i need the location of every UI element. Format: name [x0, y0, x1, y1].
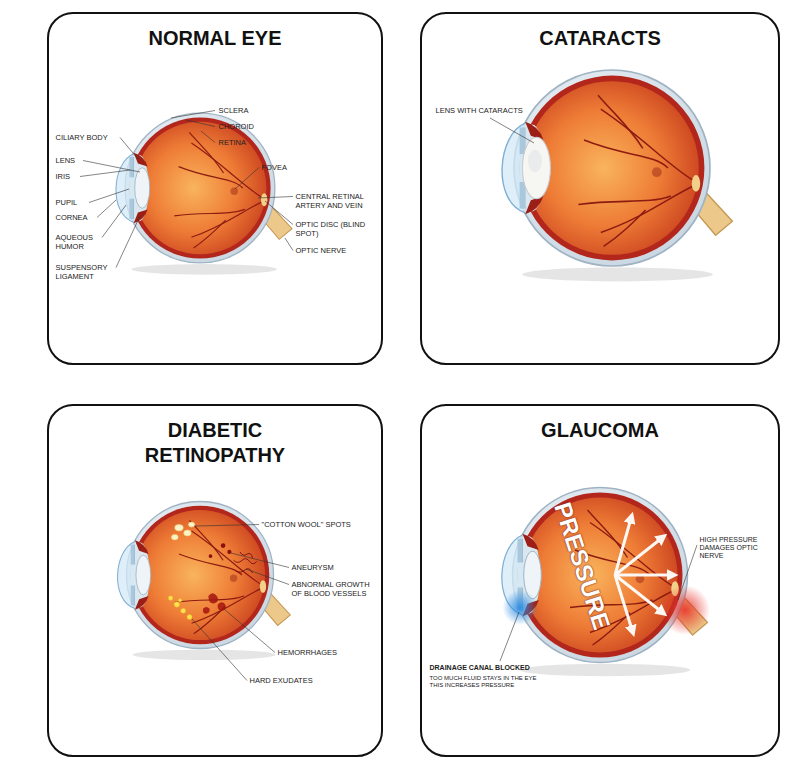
- part-label: LENS: [56, 156, 76, 165]
- leader-line: [171, 111, 215, 119]
- leader-line: [89, 189, 129, 203]
- part-label: CENTRAL RETINAL ARTERY AND VEIN: [296, 192, 378, 210]
- leader-line: [258, 197, 293, 199]
- vessel: [236, 569, 253, 573]
- vessel: [240, 552, 253, 558]
- exudate: [178, 599, 181, 602]
- part-label: CILIARY BODY: [56, 133, 108, 142]
- leader-line: [231, 553, 289, 568]
- disease-panel: CATARACTS LENS WITH CATARACTS: [420, 12, 780, 365]
- callout-label: LENS WITH CATARACTS: [436, 106, 523, 115]
- exudate: [187, 614, 192, 619]
- eyeball: [116, 113, 292, 275]
- leader-line: [192, 619, 247, 681]
- leader-line: [500, 612, 519, 661]
- pressure-arrow: [615, 575, 633, 631]
- clouded-lens: [522, 137, 550, 199]
- exudate: [174, 602, 179, 607]
- exudate: [168, 596, 173, 601]
- part-label: CORNEA: [56, 213, 88, 222]
- leader-line: [224, 609, 275, 653]
- callout-label: HIGH PRESSURE DAMAGES OPTIC NERVE: [700, 536, 770, 561]
- part-label: SUSPENSORY LIGAMENT: [56, 263, 118, 281]
- part-label: OPTIC DISC (BLIND SPOT): [296, 220, 378, 238]
- normal-eye: [116, 113, 292, 275]
- cataract-eye: [502, 70, 732, 281]
- callout-label: HARD EXUDATES: [250, 676, 313, 685]
- glaucoma-eye: [502, 488, 710, 677]
- leader-line: [102, 205, 126, 238]
- pressure-arrow: [615, 538, 663, 576]
- pressure-arrow: [615, 518, 631, 576]
- panel-title: CATARACTS: [490, 26, 710, 51]
- leader-line: [246, 569, 289, 585]
- panel-title: GLAUCOMA: [490, 418, 710, 443]
- leader-line: [285, 238, 293, 251]
- leader-line: [97, 200, 116, 218]
- aneurysm-dot: [227, 550, 231, 554]
- leader-line: [265, 201, 293, 225]
- disease-panel: GLAUCOMA PRESSURE HIGH PRESSURE DAMAGES OP…: [420, 404, 780, 757]
- hemorrhage: [203, 607, 210, 614]
- leader-line: [490, 118, 534, 143]
- disease-panel: DIABETIC RETINOPATHY "COTTON WOOL" SPOTS A…: [47, 404, 383, 757]
- callout-label: PRESSURE: [550, 499, 614, 632]
- hard-exudates: [168, 596, 192, 620]
- aneurysms: [209, 543, 232, 558]
- lens-opacity: [528, 150, 542, 172]
- spot: [171, 534, 178, 539]
- spot: [188, 522, 194, 527]
- panel-title: DIABETIC RETINOPATHY: [105, 418, 325, 468]
- exudate: [181, 608, 186, 613]
- leader-line: [186, 120, 215, 127]
- vessel: [234, 559, 257, 564]
- lens: [135, 168, 150, 209]
- lens: [136, 555, 151, 595]
- spot: [175, 525, 183, 531]
- hemorrhages: [203, 593, 226, 613]
- leader-line: [83, 161, 140, 173]
- panel-title: NORMAL EYE: [105, 26, 325, 51]
- leader-line: [235, 168, 259, 190]
- leader-line: [80, 170, 130, 177]
- aneurysm-dot: [221, 543, 226, 548]
- callout-label: ABNORMAL GROWTH OF BLOOD VESSELS: [292, 580, 378, 598]
- part-label: OPTIC NERVE: [296, 246, 347, 255]
- part-label: RETINA: [219, 138, 247, 147]
- leader-line: [195, 525, 259, 527]
- pressure-arrow: [615, 574, 673, 577]
- leader-line: [120, 138, 138, 160]
- pressure-arrows: [615, 518, 673, 632]
- part-label: AQUEOUS HUMOR: [56, 233, 106, 251]
- aneurysm-dot: [209, 554, 213, 558]
- leader-line: [201, 131, 215, 143]
- part-label: SCLERA: [219, 106, 249, 115]
- part-label: PUPIL: [56, 198, 78, 207]
- part-label: FOVEA: [262, 163, 287, 172]
- part-label: IRIS: [56, 172, 71, 181]
- blocked-drainage: [503, 590, 538, 625]
- disease-panel: NORMAL EYE SCLERA CHOROID RETINA CILIARY BOD…: [47, 12, 383, 365]
- eyeball: [502, 70, 732, 281]
- leader-line: [116, 216, 140, 268]
- leader-line: [678, 545, 697, 600]
- callout-label: "COTTON WOOL" SPOTS: [262, 520, 351, 529]
- callout-label: HEMORRHAGES: [278, 648, 338, 657]
- callout-label: ANEURYSM: [292, 563, 334, 572]
- hemorrhage: [208, 593, 218, 603]
- leader-lines: [80, 111, 697, 681]
- callout-label: TOO MUCH FLUID STAYS IN THE EYE THIS INC…: [430, 675, 542, 689]
- spot: [184, 530, 191, 536]
- part-label: CHOROID: [219, 122, 254, 131]
- eyeball: [502, 488, 708, 677]
- damaged-optic-nerve: [660, 585, 710, 635]
- callout-label: DRAINAGE CANAL BLOCKED: [430, 664, 530, 672]
- cotton-wool-spots: [171, 522, 194, 540]
- abnormal-vessels: [234, 552, 257, 573]
